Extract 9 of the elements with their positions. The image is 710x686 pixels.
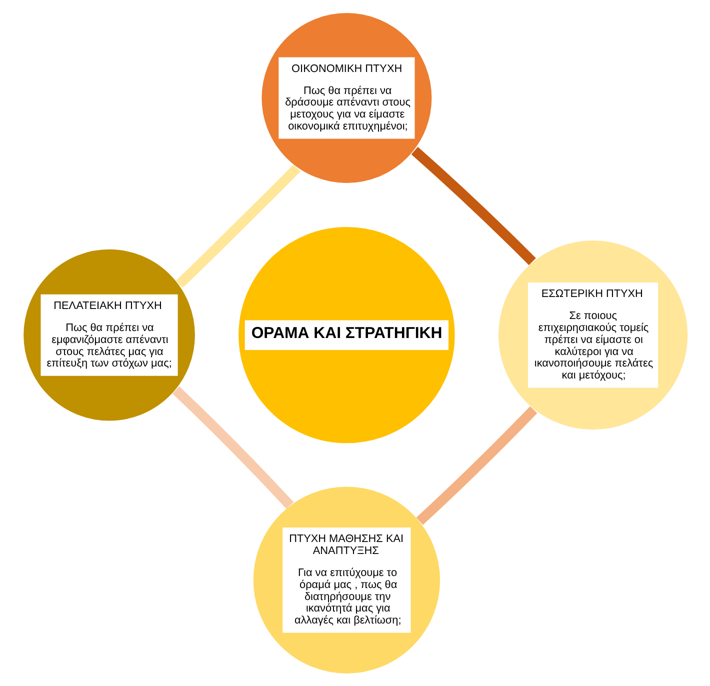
connector [172, 386, 294, 509]
node-circle: ΠΕΛΑΤΕΙΑΚΗ ΠΤΥΧΗ Πως θα πρέπει να εμφανιζόμαστε απέναντι στους πελάτες μας για επίτευξη των στόχων μας; [22, 248, 196, 422]
connector [175, 164, 300, 288]
connector [416, 406, 537, 525]
node-circle: ΠΤΥΧΗ ΜΑΘΗΣΗΣ ΚΑΙ ΑΝΑΠΤΥΞΗΣ Για να επιτύχουμε το όραμά μας , πως θα διατηρήσουμε την ικανότητά μας για αλλαγές και βελτίωση; [252, 486, 441, 674]
connector [410, 146, 536, 266]
node-circle: ΕΣΩΤΕΡΙΚΗ ΠΤΥΧΗ Σε ποιους επιχειρησιακούς τομείς πρέπει να είμαστε οι καλύτεροι για να ικανοποιήσουμε πελάτες και μετόχους; [496, 240, 688, 431]
node-circle: ΟΙΚΟΝΟΜΙΚΗ ΠΤΥΧΗ Πως θα πρέπει να δράσουμε απέναντι στους μετοχους για να είμαστε οικονομικά επιτυχημένοι; [260, 12, 432, 184]
node-circle: ΟΡΑΜΑ ΚΑΙ ΣΤΡΑΤΗΓΙΚΗ [237, 226, 456, 444]
